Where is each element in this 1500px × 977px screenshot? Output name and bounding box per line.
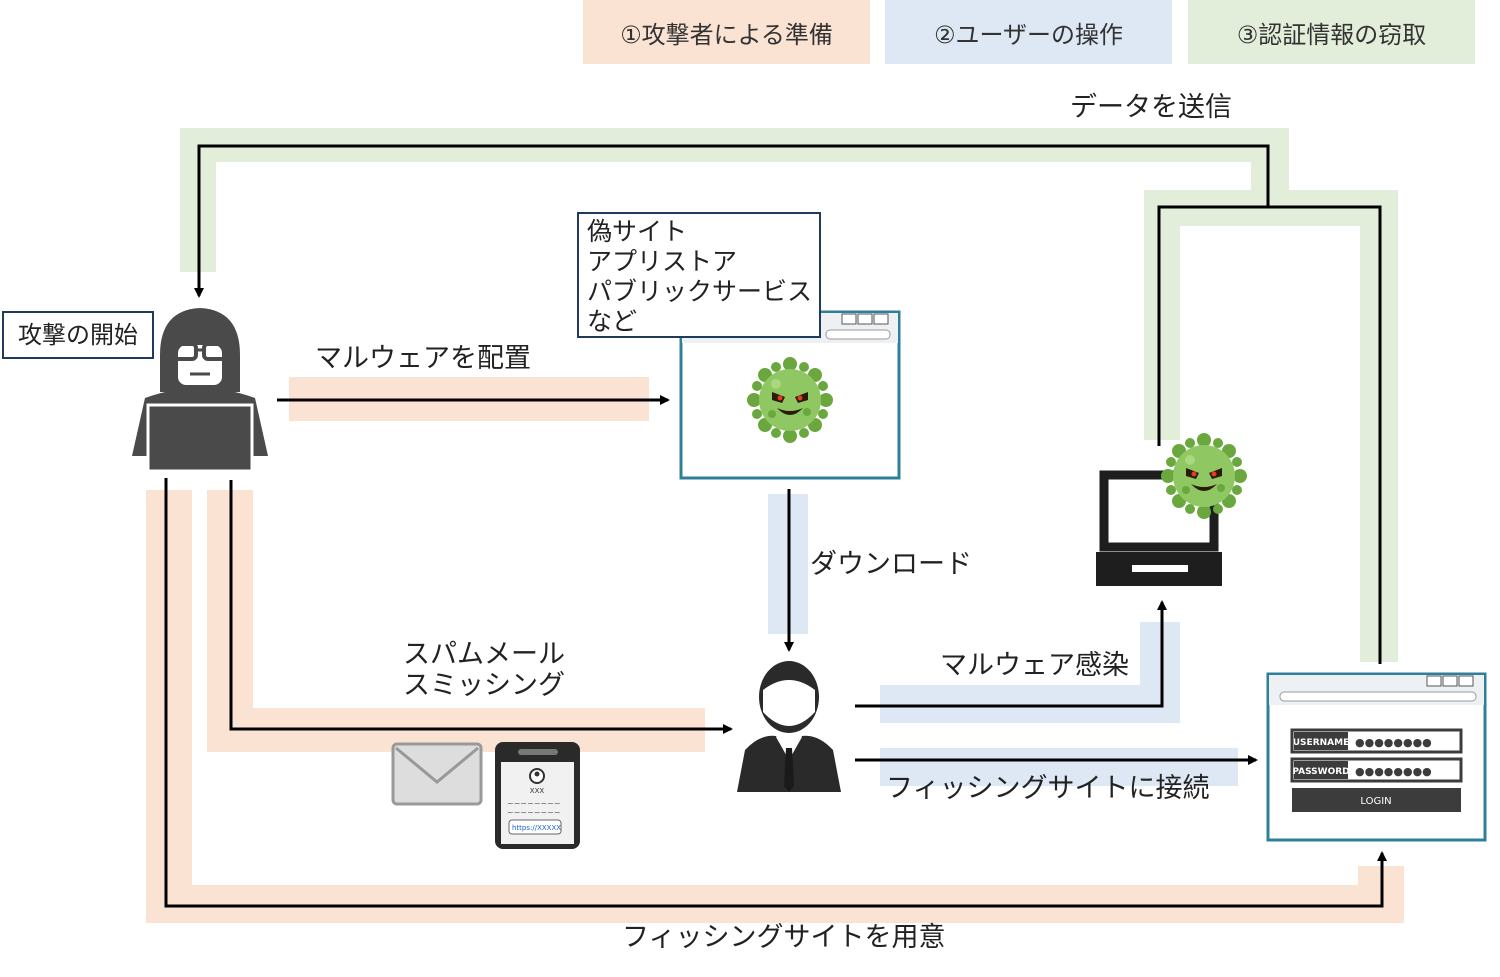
legend-credential-theft: ③認証情報の窃取 [1188, 0, 1475, 64]
legend-label: ②ユーザーの操作 [933, 20, 1124, 49]
arrow-prepare-phishing [164, 478, 1387, 908]
fake-sites-box: 偽サイト アプリストア パブリックサービス など [577, 212, 821, 338]
start-label: 攻撃の開始 [18, 320, 138, 349]
connect-phishing-label: フィッシングサイトに接続 [886, 773, 1210, 804]
hacker-icon [132, 308, 268, 473]
sms-body: ~~~~~~~~ [507, 808, 561, 817]
legend-user-action: ②ユーザーの操作 [885, 0, 1172, 64]
start-label-box: 攻撃の開始 [2, 311, 154, 359]
user-icon [737, 661, 841, 792]
sms-link: https://XXXXX [512, 824, 561, 832]
envelope-icon [391, 742, 483, 806]
fake-site-item: 偽サイト [587, 217, 688, 246]
sms-sender: XXX [530, 787, 545, 795]
legend-label: ①攻撃者による準備 [620, 20, 833, 49]
arrow-infection [855, 600, 1167, 708]
password-value: ●●●●●●●● [1355, 765, 1432, 778]
login-button: LOGIN [1360, 796, 1391, 807]
download-label: ダウンロード [810, 549, 972, 580]
spam-label-line: スミッシング [403, 670, 565, 702]
username-label: USERNAME [1293, 738, 1349, 748]
band-credential-theft [180, 128, 1398, 662]
legend-label: ③認証情報の窃取 [1236, 20, 1427, 49]
username-value: ●●●●●●●● [1355, 736, 1432, 749]
fake-site-item: など [587, 307, 638, 336]
arrow-send-data [199, 144, 1382, 664]
fake-site-item: パブリックサービス [587, 277, 813, 306]
fake-site-item: アプリストア [587, 247, 738, 276]
spam-label-line: スパムメール [403, 639, 565, 670]
arrow-spam [229, 480, 733, 734]
flow-arrows [164, 144, 1387, 908]
sms-body: ~~~~~~~~ [507, 799, 561, 808]
laptop-icon [1096, 433, 1247, 586]
infection-label: マルウェア感染 [940, 650, 1129, 681]
legend-attacker-prep: ①攻撃者による準備 [583, 0, 870, 64]
login-window-icon: USERNAME ●●●●●●●● PASSWORD ●●●●●●●● LOGI… [1266, 672, 1487, 842]
password-label: PASSWORD [1292, 767, 1349, 777]
deploy-malware-label: マルウェアを配置 [315, 343, 531, 374]
smartphone-icon: XXX ~~~~~~~~ ~~~~~~~~ https://XXXXX [495, 742, 580, 849]
spam-label: スパムメール スミッシング [403, 639, 565, 701]
prepare-phishing-label: フィッシングサイトを用意 [622, 922, 946, 953]
send-data-label: データを送信 [1070, 92, 1232, 123]
